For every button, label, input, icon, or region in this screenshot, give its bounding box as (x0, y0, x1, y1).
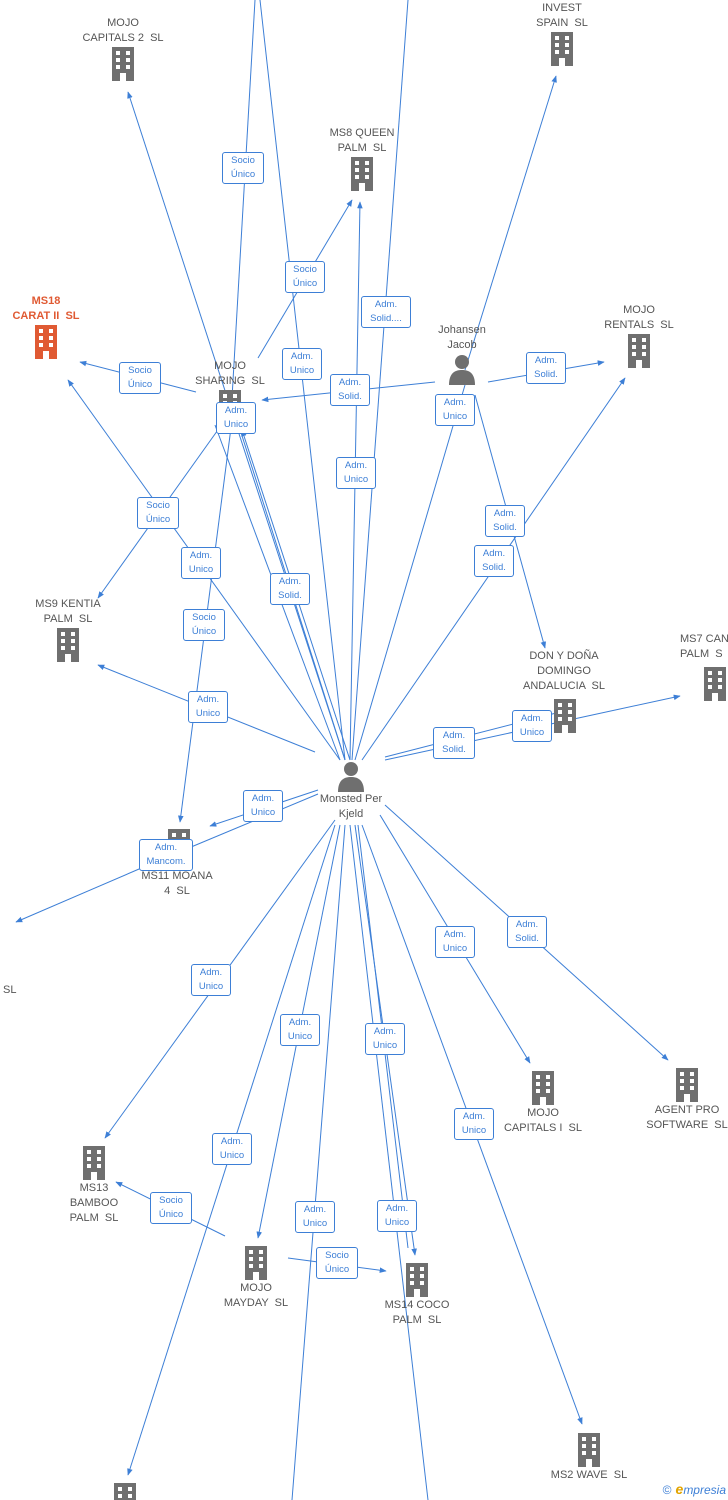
edge-label[interactable]: Adm. Unico (512, 710, 552, 742)
building-icon (554, 699, 576, 733)
building-icon (578, 1433, 600, 1467)
person-icon (449, 355, 475, 385)
edge-line (354, 384, 466, 761)
node-label: MS14 COCO PALM SL (384, 1299, 450, 1326)
node-label: INVEST SPAIN SL (536, 2, 588, 29)
node-ms8-queen-palm[interactable]: MS8 QUEEN PALM SL (318, 126, 406, 192)
node-label: MOJO SHARING SL (195, 360, 265, 387)
edge-label[interactable]: Adm. Solid. (433, 727, 475, 759)
node-label: MOJO MAYDAY SL (223, 1282, 289, 1309)
edge-label[interactable]: Adm. Unico (212, 1133, 252, 1165)
edge-label[interactable]: Adm. Unico (295, 1201, 335, 1233)
edge-label[interactable]: Adm. Unico (188, 691, 228, 723)
node-ms13-bamboo-palm[interactable]: MS13 BAMBOO PALM SL (52, 1145, 136, 1226)
edge-label[interactable]: Adm. Solid. (270, 573, 310, 605)
node-label: DON Y DOÑA DOMINGO ANDALUCIA SL (523, 650, 605, 692)
building-icon-highlighted (35, 325, 57, 359)
building-icon (628, 334, 650, 368)
node-label: MS7 CAN PALM S (680, 633, 728, 660)
node-sl-left[interactable]: SL (0, 983, 22, 998)
node-label: MS13 BAMBOO PALM SL (69, 1182, 119, 1224)
node-mojo-mayday[interactable]: MOJO MAYDAY SL (212, 1245, 300, 1311)
node-label: MS18 CARAT II SL (12, 295, 80, 322)
edge-label[interactable]: Socio Único (183, 609, 225, 641)
node-label: Johansen Jacob (438, 324, 486, 351)
edge-label[interactable]: Adm. Unico (336, 457, 376, 489)
edge-label[interactable]: Adm. Unico (435, 926, 475, 958)
edge-label[interactable]: Socio Único (119, 362, 161, 394)
copyright-brand: ©empresia (663, 1481, 726, 1497)
building-icon (406, 1263, 428, 1297)
edge-label[interactable]: Adm. Solid. (474, 545, 514, 577)
edge-label[interactable]: Socio Único (222, 152, 264, 184)
brand-logo-text: mpresia (683, 1483, 726, 1497)
building-icon (704, 667, 726, 701)
building-icon (112, 47, 134, 81)
node-monsted-per-kjeld[interactable]: Monsted Per Kjeld (306, 760, 396, 822)
node-label: MOJO RENTALS SL (604, 304, 674, 331)
building-icon (532, 1071, 554, 1105)
node-agent-pro-software[interactable]: AGENT PRO SOFTWARE SL (646, 1067, 728, 1133)
node-ms2-wave[interactable]: MS2 WAVE SL (544, 1432, 634, 1483)
edge-label[interactable]: Socio Único (316, 1247, 358, 1279)
node-label: MS9 KENTIA PALM SL (35, 598, 101, 625)
node-ms14-coco-palm[interactable]: MS14 COCO PALM SL (372, 1262, 462, 1328)
edge-label[interactable]: Adm. Unico (377, 1200, 417, 1232)
edge-label[interactable]: Adm. Solid.... (361, 296, 411, 328)
edge-label[interactable]: Adm. Unico (280, 1014, 320, 1046)
node-label: MOJO CAPITALS 2 SL (82, 17, 164, 44)
edge-line (231, 0, 256, 399)
node-mojo-capitals-i[interactable]: MOJO CAPITALS I SL (498, 1070, 588, 1136)
node-ms9-kentia-palm[interactable]: MS9 KENTIA PALM SL (24, 597, 112, 663)
node-label: MS11 MOANA 4 SL (141, 870, 213, 897)
edge-line (259, 0, 346, 761)
edge-label[interactable]: Adm. Unico (435, 394, 475, 426)
edge-label[interactable]: Adm. Solid. (485, 505, 525, 537)
edge-label[interactable]: Socio Único (137, 497, 179, 529)
edge-line (291, 824, 346, 1500)
node-don-y-dona-domingo[interactable]: DON Y DOÑA DOMINGO ANDALUCIA SL (512, 649, 616, 694)
node-ms11-moana[interactable]: MS11 MOANA 4 SL (132, 869, 222, 899)
node-label: SL (3, 984, 17, 996)
edge-label[interactable]: Adm. Solid. (507, 916, 547, 948)
node-mojo-rentals[interactable]: MOJO RENTALS SL (594, 303, 684, 369)
edge-label[interactable]: Adm. Solid. (330, 374, 370, 406)
edge-line (351, 0, 409, 761)
edge-label[interactable]: Adm. Unico (454, 1108, 494, 1140)
edge-label[interactable]: Adm. Unico (243, 790, 283, 822)
building-icon (57, 628, 79, 662)
node-label: MOJO CAPITALS I SL (503, 1107, 583, 1134)
node-johansen-jacob[interactable]: Johansen Jacob (422, 323, 502, 385)
brand-logo-initial: e (675, 1481, 684, 1497)
node-mojo-capitals-2[interactable]: MOJO CAPITALS 2 SL (72, 16, 174, 82)
edge-label[interactable]: Adm. Unico (216, 402, 256, 434)
edge-line (349, 824, 429, 1500)
node-ms18-carat-ii[interactable]: MS18 CARAT II SL (2, 294, 90, 360)
building-icon (83, 1146, 105, 1180)
edge-label[interactable]: Adm. Unico (191, 964, 231, 996)
node-label: MS2 WAVE SL (550, 1469, 628, 1481)
edge-label[interactable]: Socio Único (285, 261, 325, 293)
edge-line (15, 859, 161, 923)
person-icon (338, 762, 364, 792)
edge-label[interactable]: Socio Único (150, 1192, 192, 1224)
edge-label[interactable]: Adm. Unico (181, 547, 221, 579)
building-icon (245, 1246, 267, 1280)
building-icon (351, 157, 373, 191)
edge-label[interactable]: Adm. Mancom. (139, 839, 193, 871)
edge-label[interactable]: Adm. Solid. (526, 352, 566, 384)
node-label: Monsted Per Kjeld (319, 793, 383, 820)
edge-label[interactable]: Adm. Unico (282, 348, 322, 380)
building-icon (114, 1483, 136, 1500)
node-invest-spain[interactable]: INVEST SPAIN SL (518, 1, 606, 67)
node-ms7-can-palm[interactable]: MS7 CAN PALM S (674, 632, 728, 662)
edge-label[interactable]: Adm. Unico (365, 1023, 405, 1055)
building-icon (551, 32, 573, 66)
edge-line (464, 75, 557, 371)
node-label: AGENT PRO SOFTWARE SL (646, 1104, 728, 1131)
building-icon (676, 1068, 698, 1102)
copyright-symbol: © (662, 1483, 672, 1497)
node-label: MS8 QUEEN PALM SL (329, 127, 395, 154)
